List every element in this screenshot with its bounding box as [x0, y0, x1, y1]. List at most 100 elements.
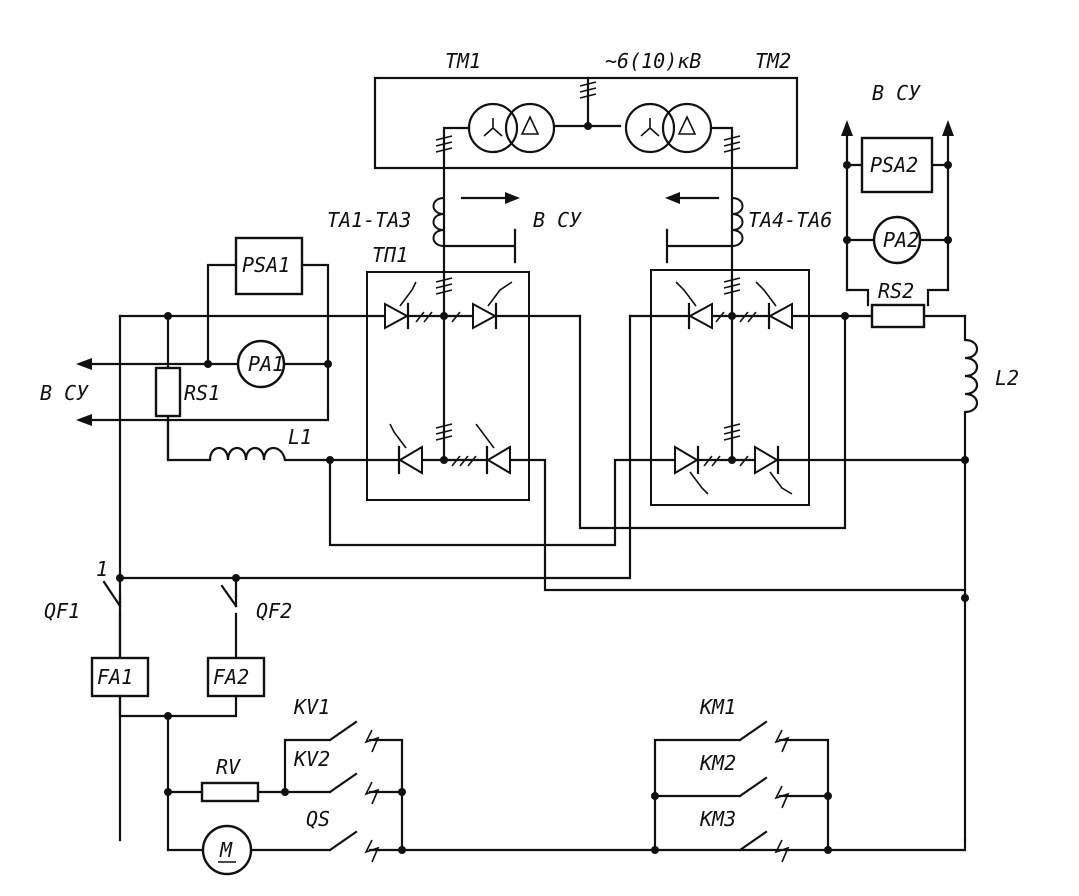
thyristor-gate: [487, 281, 513, 307]
thyristor-icon: [687, 302, 713, 330]
contact-arc-mark: [364, 839, 380, 863]
current-transformer-ta4: [731, 197, 744, 247]
supply-feed-wire: [553, 76, 622, 128]
label-kv1: KV1: [293, 695, 330, 719]
ta4-output: [665, 228, 734, 264]
contact-arc-mark: [774, 839, 790, 863]
contact-arc-mark: [364, 781, 380, 805]
phase-hatch: [451, 455, 477, 467]
arrow-left-icon: [665, 192, 680, 204]
delta-symbol: [520, 115, 540, 135]
contact-kv1: [283, 720, 404, 852]
junction-dot: [944, 236, 952, 244]
junction-dot: [164, 712, 172, 720]
wye-symbol: [640, 118, 660, 137]
arrow-up-icon: [841, 120, 853, 136]
label-rs1: RS1: [184, 381, 220, 405]
label-km2: KM2: [699, 751, 736, 775]
ammeter-pa2: [872, 215, 922, 265]
tm1-secondary-wire: [442, 126, 471, 462]
breaker-qf2: [220, 584, 238, 660]
wye-symbol: [483, 118, 503, 137]
junction-dot: [961, 594, 969, 602]
pa1-circuit: [206, 263, 330, 414]
label-kv2: KV2: [293, 747, 330, 771]
contact-km1: [653, 720, 830, 852]
phase-hatch: [703, 455, 749, 467]
inductor-l1: [208, 446, 287, 461]
tp2-return-wire: [118, 314, 632, 580]
shunt-rs1: [154, 366, 182, 418]
three-phase-mark: [435, 277, 453, 295]
three-phase-mark: [435, 135, 453, 153]
label-m: M: [219, 838, 233, 862]
thyristor-icon: [384, 302, 410, 330]
thyristor-icon: [674, 445, 699, 475]
thyristor-icon: [767, 302, 793, 330]
vsu-left-wires: [78, 362, 330, 422]
label-tm1: TM1: [445, 49, 481, 73]
junction-dot: [728, 312, 736, 320]
resistor-rv: [200, 781, 260, 803]
thyristor-gate: [475, 423, 495, 449]
junction-dot: [324, 360, 332, 368]
breaker-qf1: [102, 580, 122, 660]
contact-arc-mark: [774, 785, 790, 809]
label-pa1: PA1: [248, 352, 284, 376]
current-transformer-ta1: [432, 197, 445, 247]
tp2-upper-bus: [578, 314, 967, 530]
thyristor-gate: [399, 281, 417, 307]
junction-dot: [841, 312, 849, 320]
label-ta1: TA1-TA3: [327, 208, 411, 232]
tp2-lower-bus: [328, 458, 967, 547]
label-qf2: QF2: [256, 599, 292, 623]
label-pa2: PA2: [883, 228, 919, 252]
contact-kv2: [283, 772, 404, 794]
thyristor-gate: [769, 471, 793, 495]
label-psa2: PSA2: [870, 153, 918, 177]
supply-junction: [584, 122, 592, 130]
thyristor-gate: [755, 281, 777, 307]
arrow-left-icon: [76, 414, 92, 426]
label-vsu-top: В СУ: [872, 81, 921, 105]
tm2-secondary-wire: [709, 126, 734, 462]
junction-dot: [440, 456, 448, 464]
motor-m: [201, 824, 253, 876]
contact-arc-mark: [774, 729, 790, 753]
label-qf1: QF1: [44, 599, 80, 623]
label-ta4: TA4-TA6: [748, 208, 832, 232]
thyristor-icon: [486, 445, 511, 475]
converter-tp1: [366, 271, 530, 501]
contact-km3: [738, 830, 768, 852]
junction-dot: [116, 574, 124, 582]
transformer-enclosure: [373, 76, 799, 170]
junction-dot: [651, 846, 659, 854]
label-fa1: FA1: [97, 665, 133, 689]
arrow-up-icon: [942, 120, 954, 136]
label-qs: QS: [306, 807, 330, 831]
junction-dot: [944, 161, 952, 169]
supply-three-phase-mark: [579, 81, 597, 99]
three-phase-mark: [723, 277, 741, 295]
label-l2: L2: [995, 366, 1019, 390]
label-fa2: FA2: [213, 665, 249, 689]
thyristor-icon: [398, 445, 423, 475]
thyristor-gate: [389, 423, 407, 449]
three-phase-mark: [435, 423, 453, 441]
junction-dot: [843, 161, 851, 169]
junction-dot: [326, 456, 334, 464]
label-vsu-mid: В СУ: [533, 208, 582, 232]
fa-join-wire: [118, 694, 238, 852]
thyristor-icon: [472, 302, 498, 330]
junction-dot: [398, 846, 406, 854]
delta-symbol: [677, 115, 697, 135]
label-km1: KM1: [699, 695, 736, 719]
junction-dot: [843, 236, 851, 244]
label-rs2: RS2: [878, 279, 914, 303]
phase-hatch: [715, 311, 757, 323]
label-km3: KM3: [699, 807, 736, 831]
label-node1: 1: [96, 557, 108, 581]
label-tm2: TM2: [755, 49, 791, 73]
inductor-l2: [964, 338, 979, 414]
